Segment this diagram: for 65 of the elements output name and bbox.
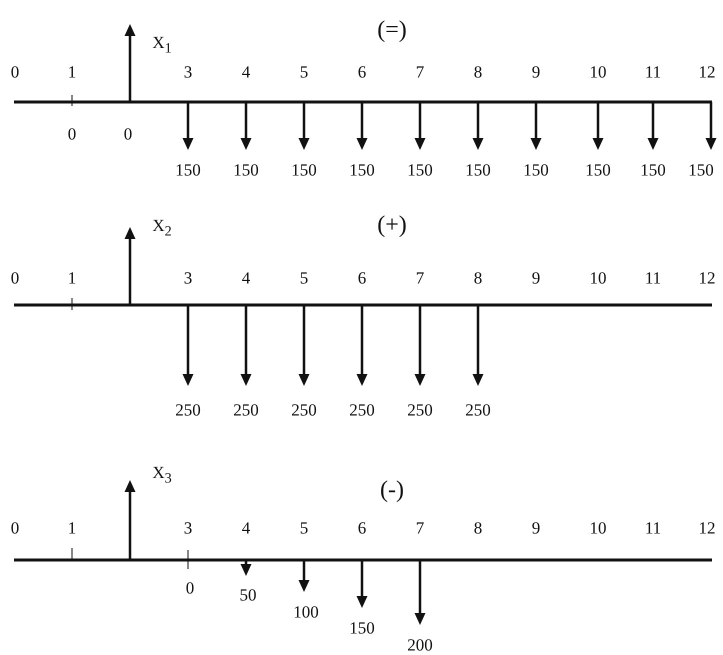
period-number: 3 — [184, 520, 192, 536]
amount-label: 150 — [349, 620, 375, 636]
period-number: 12 — [698, 64, 716, 80]
amount-label: 150 — [291, 162, 317, 178]
period-number: 12 — [698, 520, 716, 536]
amount-label: 150 — [233, 162, 259, 178]
period-number: 9 — [532, 64, 540, 80]
period-number: 10 — [590, 64, 606, 80]
period-number: 11 — [644, 270, 662, 286]
amount-label: 250 — [465, 402, 491, 418]
cash-flow-label: X$_{1}$ — [152, 34, 172, 56]
period-number: 9 — [532, 270, 540, 286]
period-number: 11 — [644, 520, 662, 536]
period-number: 8 — [474, 270, 482, 286]
amount-label: 200 — [407, 636, 433, 654]
period-number: 6 — [358, 520, 366, 536]
period-number: 5 — [300, 520, 308, 536]
period-number: 7 — [416, 64, 424, 80]
amount-label: 250 — [233, 402, 259, 418]
sign-label: (+) — [377, 213, 407, 237]
period-number: 7 — [416, 520, 424, 536]
period-number: 0 — [10, 520, 20, 536]
period-number: 9 — [532, 520, 540, 536]
amount-label: 150 — [688, 162, 714, 178]
period-number: 6 — [358, 270, 366, 286]
amount-label: 0 — [186, 580, 194, 596]
amount-label: 150 — [523, 162, 549, 178]
amount-label: 250 — [175, 402, 201, 418]
amount-label: 250 — [407, 402, 433, 418]
period-number: 8 — [474, 64, 482, 80]
amount-label: 0 — [124, 126, 132, 142]
amount-label: 150 — [640, 162, 666, 178]
amount-label: 150 — [407, 162, 433, 178]
sign-label: (=) — [377, 18, 407, 42]
period-number: 3 — [184, 64, 192, 80]
amount-label: 250 — [349, 402, 375, 418]
amount-label: 100 — [293, 604, 319, 620]
period-number: 5 — [300, 270, 308, 286]
period-number: 0 — [10, 64, 20, 80]
sign-label: (-) — [380, 478, 404, 502]
amount-label: 150 — [349, 162, 375, 178]
period-number: 1 — [68, 270, 76, 286]
period-number: 12 — [698, 270, 716, 286]
period-number: 11 — [644, 64, 662, 80]
cash-flow-label: X$_{3}$ — [152, 464, 172, 486]
period-number: 7 — [416, 270, 424, 286]
period-number: 1 — [68, 520, 76, 536]
period-number: 10 — [590, 270, 606, 286]
amount-label: 150 — [585, 162, 611, 178]
period-number: 5 — [300, 64, 308, 80]
period-number: 3 — [184, 270, 192, 286]
period-number: 4 — [242, 520, 250, 536]
period-number: 8 — [474, 520, 482, 536]
period-number: 0 — [10, 270, 20, 286]
amount-label: 150 — [465, 162, 491, 178]
period-number: 1 — [68, 64, 76, 80]
period-number: 4 — [242, 64, 250, 80]
amount-label: 250 — [291, 402, 317, 418]
period-number: 6 — [358, 64, 366, 80]
amount-label: 150 — [175, 162, 201, 178]
cash-flow-label: X$_{2}$ — [152, 217, 172, 239]
period-number: 10 — [590, 520, 606, 536]
amount-label: 50 — [240, 586, 256, 604]
period-number: 4 — [242, 270, 250, 286]
amount-label: 0 — [68, 126, 76, 142]
